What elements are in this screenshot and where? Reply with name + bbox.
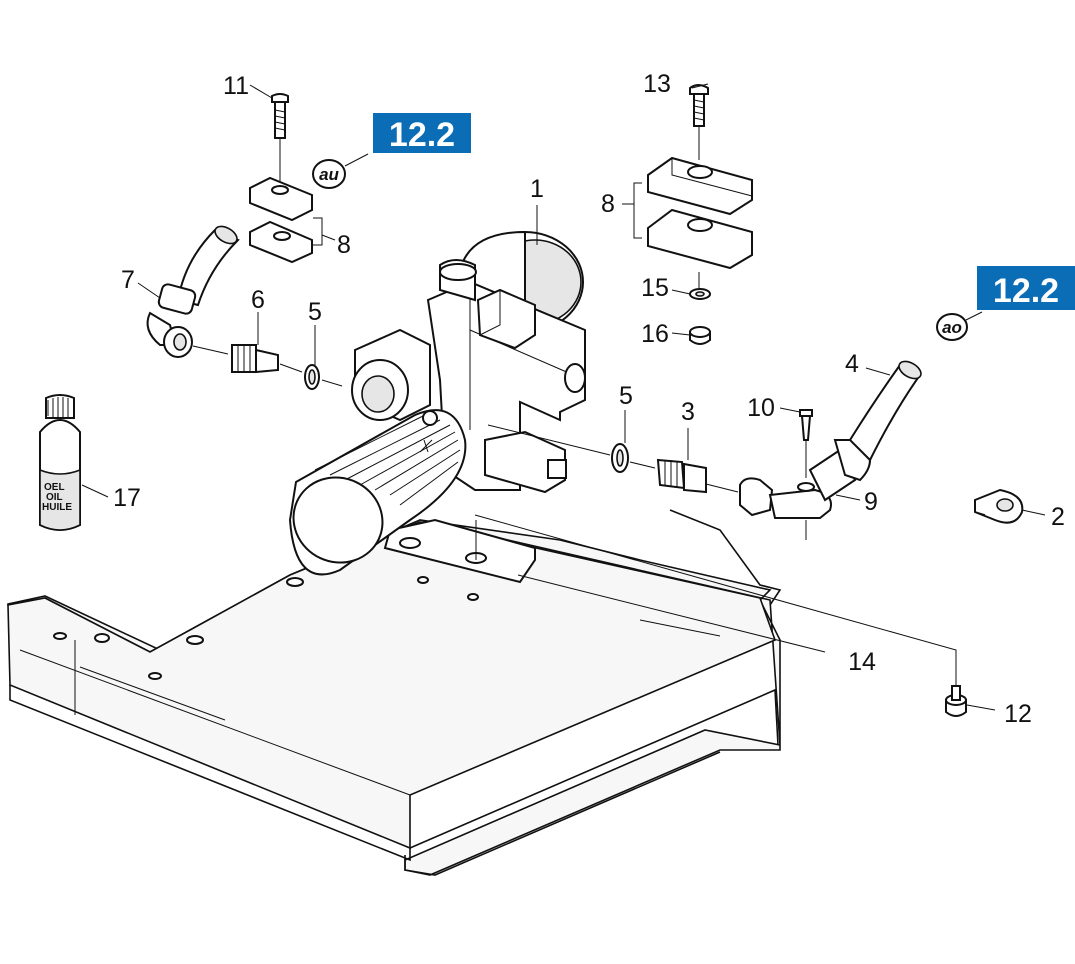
callout-16: 16: [641, 320, 669, 348]
callout-9: 9: [864, 488, 878, 516]
bottle-label-line-2: OIL: [46, 492, 63, 503]
callout-2: 2: [1051, 503, 1065, 531]
callout-15: 15: [641, 274, 669, 302]
screw-12: [945, 685, 967, 717]
bottle-label-line-1: OEL: [44, 482, 65, 493]
callout-1: 1: [530, 175, 544, 203]
badge-bg-right: [977, 266, 1075, 310]
callout-17: 17: [113, 484, 141, 512]
callout-8-right: 8: [601, 190, 615, 218]
tag-text-right: ao: [942, 318, 962, 337]
hose-assembly-left: [146, 225, 343, 390]
callout-6: 6: [251, 286, 265, 314]
oil-bottle: OEL OIL HUILE: [39, 394, 81, 531]
callout-8-left: 8: [337, 231, 351, 259]
callout-7: 7: [121, 266, 135, 294]
badge-bg-left: [373, 113, 471, 153]
callout-12: 12: [1004, 700, 1032, 728]
callout-13: 13: [643, 70, 671, 98]
callout-5-left: 5: [308, 298, 322, 326]
leader-lines: [81, 83, 1046, 711]
mounting-bracket: [383, 518, 536, 584]
hose-clip: [974, 488, 1024, 524]
pipe-clamp-right: [633, 84, 753, 345]
callout-5-right: 5: [619, 382, 633, 410]
reference-badge-right: 12.2: [977, 266, 1075, 310]
callout-3: 3: [681, 398, 695, 426]
bottle-label-line-3: HUILE: [42, 502, 72, 513]
callout-11: 11: [223, 72, 249, 100]
hydraulic-pump-unit: [288, 230, 586, 576]
tag-text-left: au: [319, 165, 339, 184]
pipe-clamp-left: [249, 93, 323, 264]
reference-badge-left: 12.2: [373, 113, 471, 154]
hose-assembly-right: [487, 360, 922, 540]
callout-labels: 1 2 3 4 5 5 6 7 8 8 9 10 11 12 13 14 15 …: [113, 70, 1065, 728]
reference-tag-right: ao: [936, 311, 983, 341]
callout-10: 10: [747, 394, 775, 422]
badge-text-left: 12.2: [389, 116, 455, 154]
reference-tag-left: au: [312, 153, 369, 189]
callout-4: 4: [845, 350, 859, 378]
base-frame: [7, 509, 782, 876]
callout-14: 14: [848, 648, 876, 676]
badge-text-right: 12.2: [993, 272, 1059, 310]
